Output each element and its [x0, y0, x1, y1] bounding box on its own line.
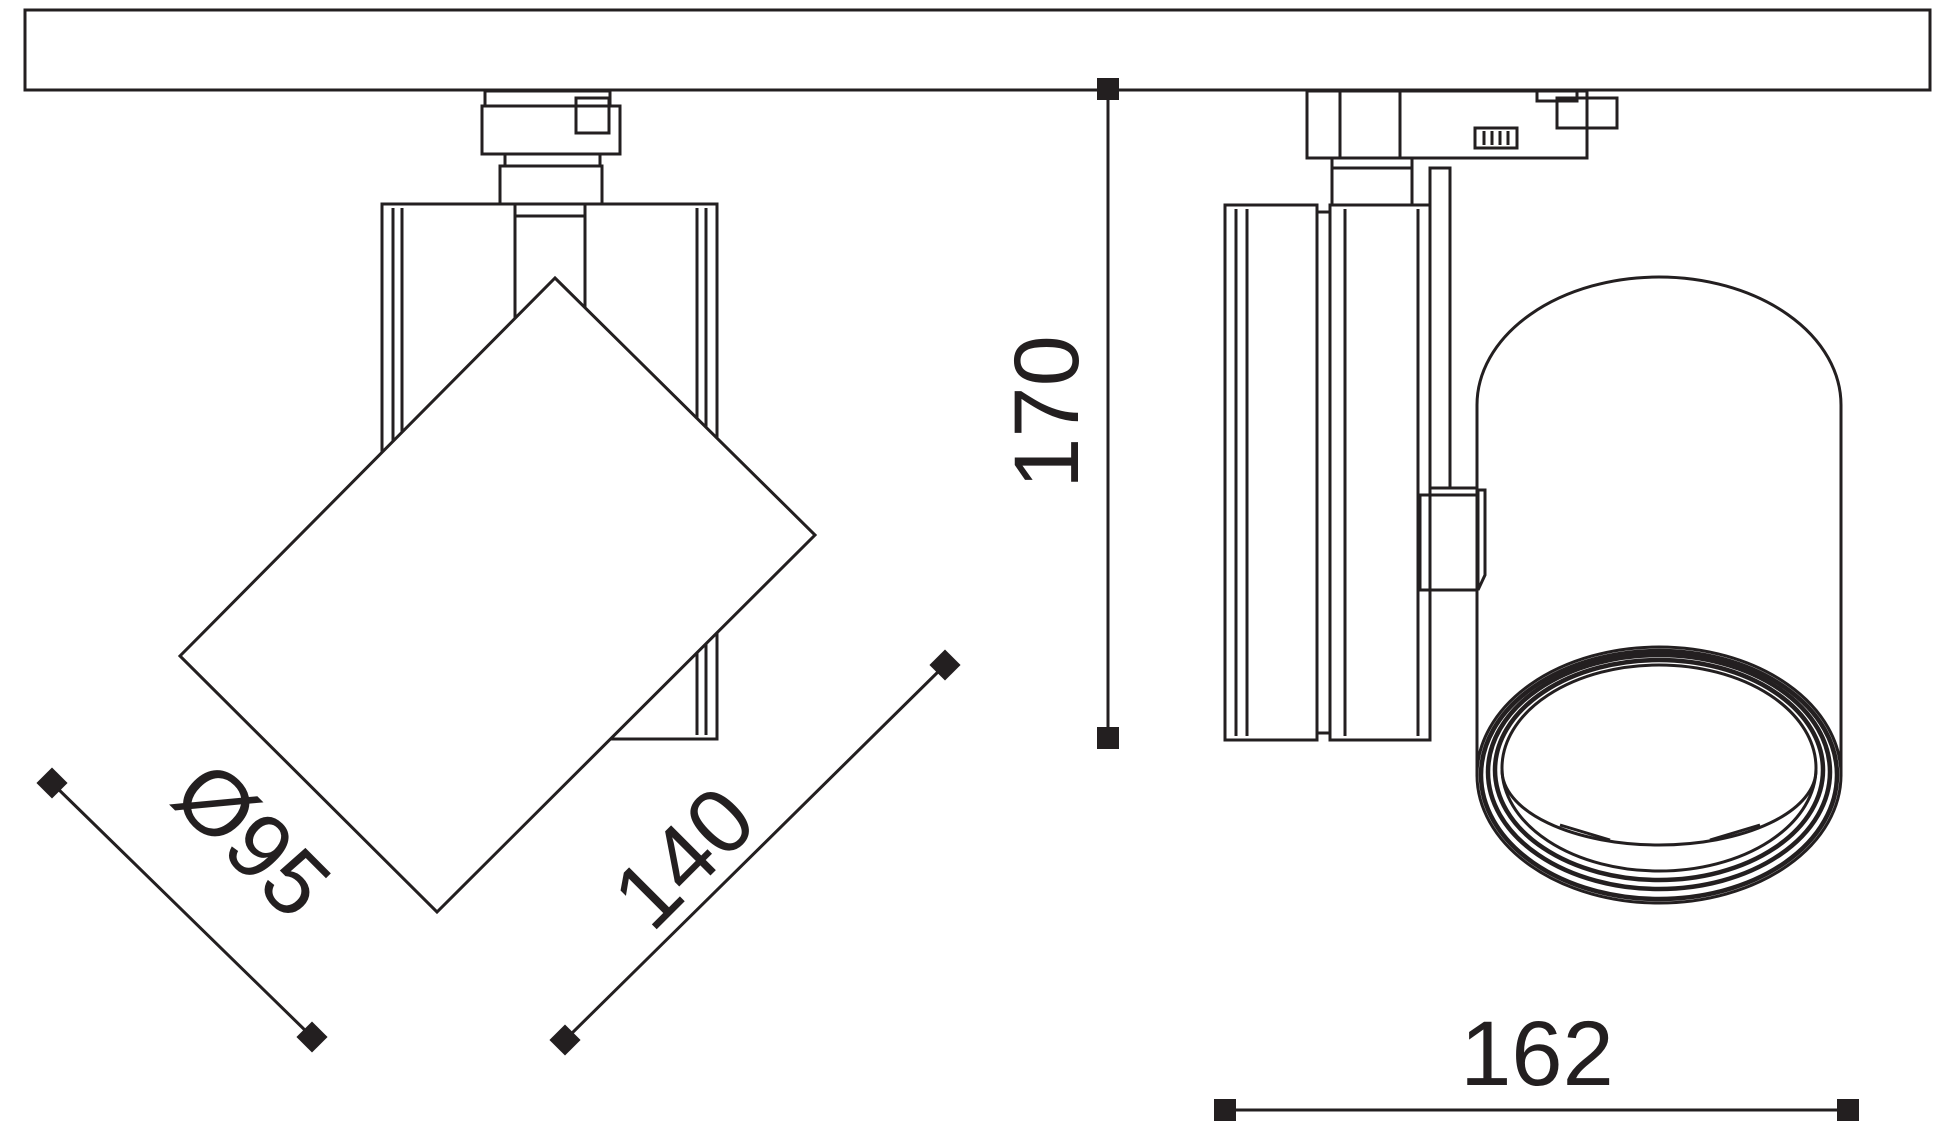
- front-view-lamp-head: [177, 275, 818, 915]
- dimension-width-label: 162: [1460, 1003, 1614, 1105]
- dimension-width: 162: [1214, 1003, 1859, 1121]
- side-view-lamp-cylinder: [1475, 275, 1843, 905]
- dimension-diameter: Ø95: [36, 743, 349, 1053]
- side-view-driver: [1223, 166, 1452, 742]
- dimension-height: 170: [996, 78, 1119, 749]
- side-view-adapter: [1305, 89, 1619, 205]
- track-rail: [23, 8, 1932, 92]
- dimension-height-label: 170: [996, 335, 1098, 489]
- front-view-adapter: [480, 89, 622, 206]
- dimension-length-label: 140: [594, 768, 775, 949]
